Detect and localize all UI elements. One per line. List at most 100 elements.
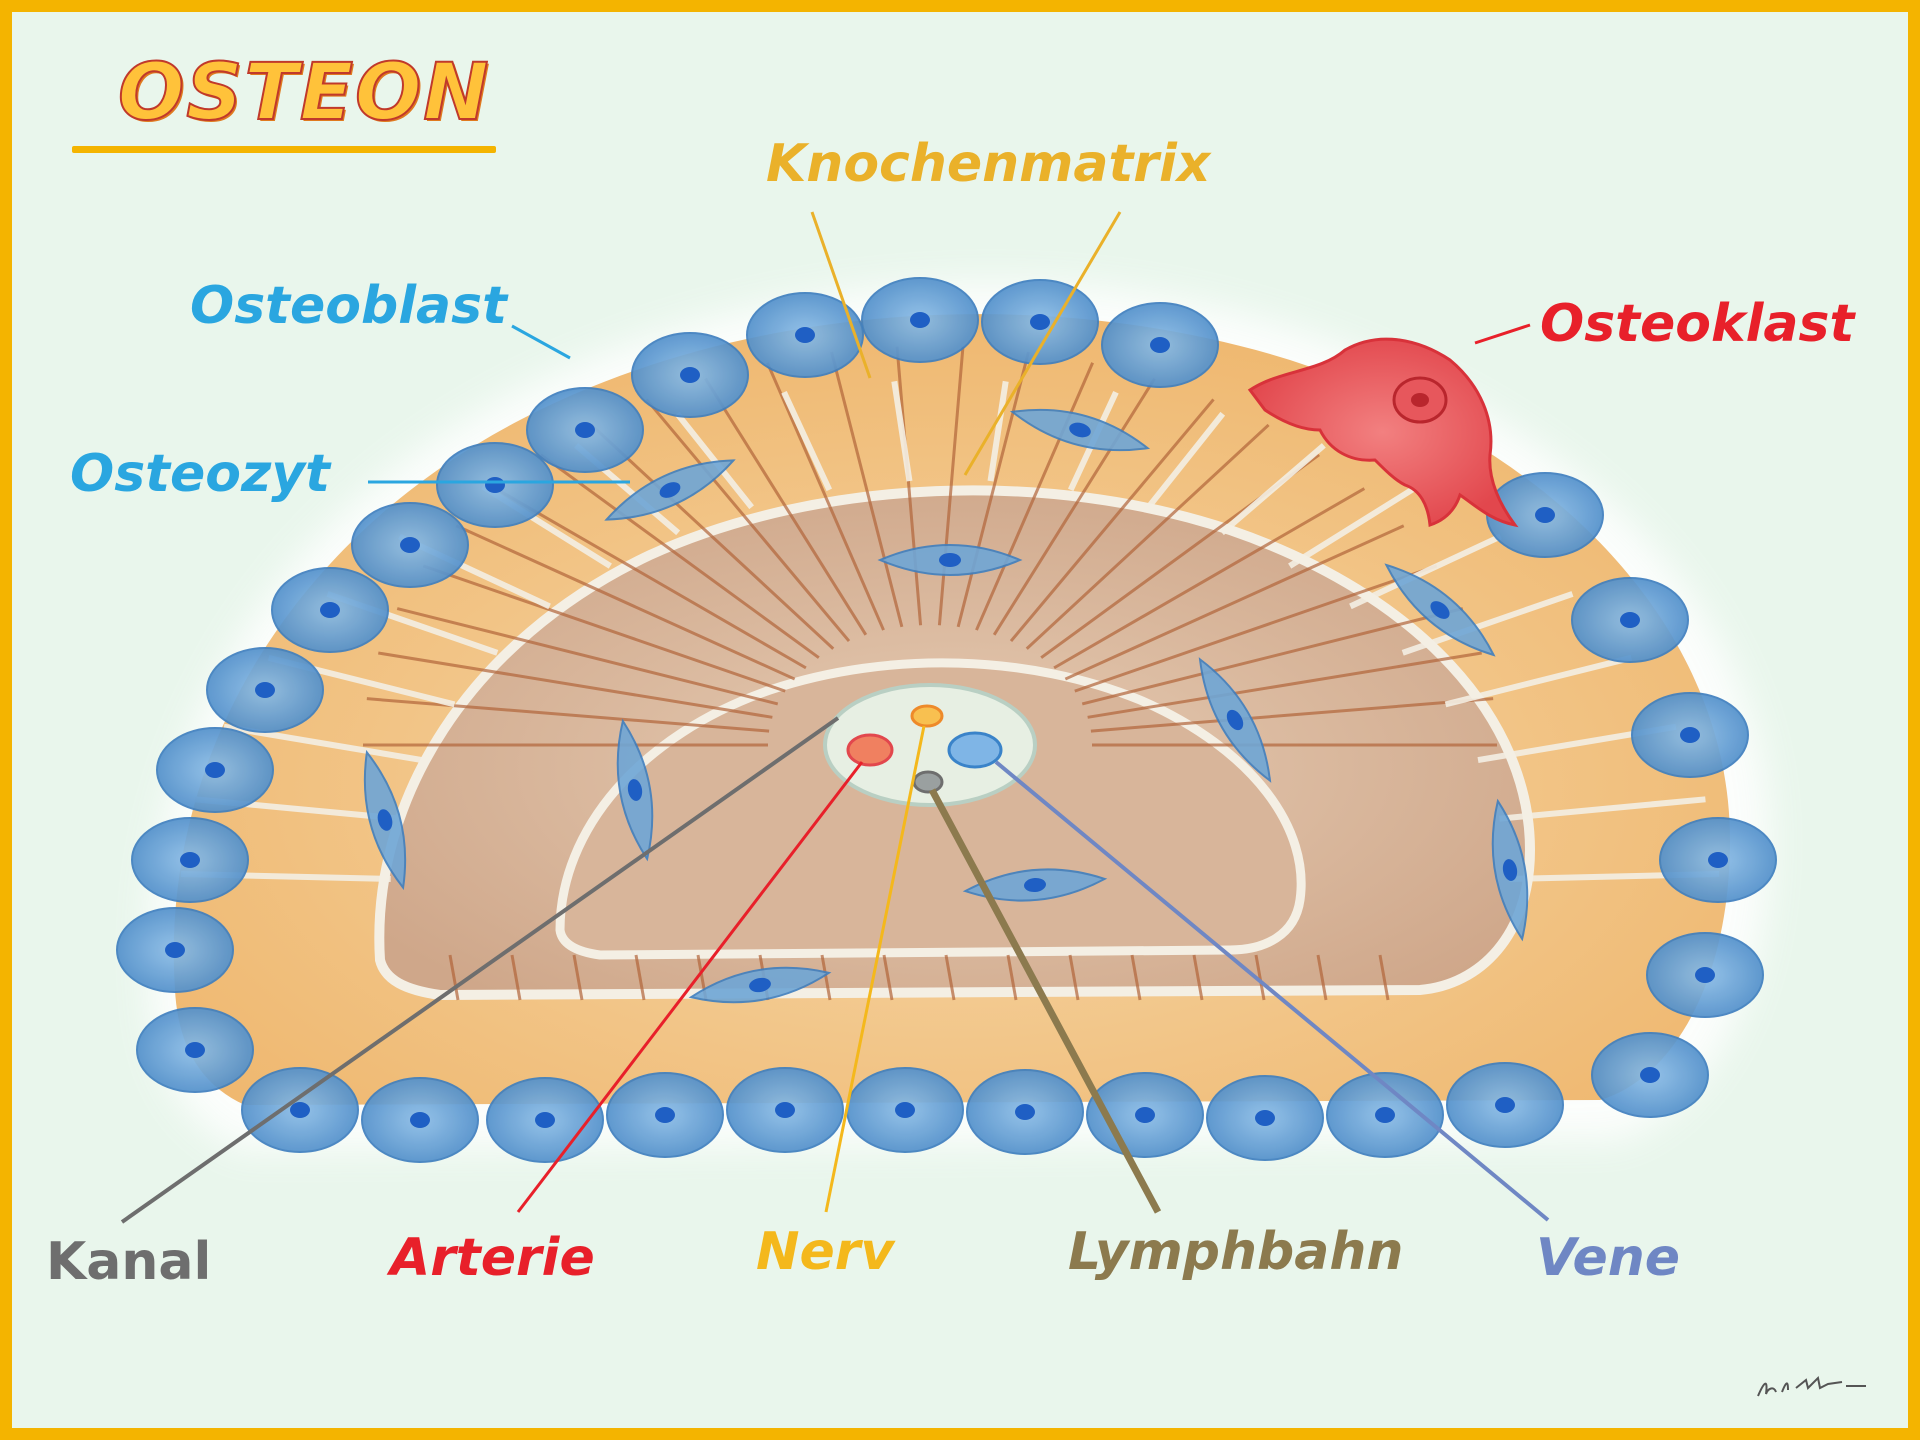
nerv-leader xyxy=(824,725,926,1213)
osteoblast-cell xyxy=(1326,1072,1444,1158)
osteoblast-cell xyxy=(631,332,749,418)
canaliculus xyxy=(590,423,835,650)
leader-lines xyxy=(120,211,1550,1224)
osteoblast-cell xyxy=(436,442,554,528)
vene-vessel xyxy=(947,731,1003,769)
osteocyte-cell xyxy=(1384,563,1496,657)
osteoblast-cell xyxy=(846,1067,964,1153)
canaliculus xyxy=(895,346,923,626)
canaliculus xyxy=(944,954,956,1001)
canaliculus xyxy=(510,954,522,1001)
kanal-leader xyxy=(120,716,840,1224)
osteoblast-cell xyxy=(1591,1032,1709,1118)
canaliculus xyxy=(704,377,868,636)
ring-division xyxy=(1349,533,1502,610)
canaliculus xyxy=(956,351,1030,628)
osteoblast-cell xyxy=(1659,817,1777,903)
osteoblast-cells xyxy=(116,277,1777,1163)
arterie-leader xyxy=(516,761,864,1213)
label-kanal: Kanal xyxy=(46,1232,212,1292)
label-osteozyt: Osteozyt xyxy=(70,444,331,504)
havers-canal xyxy=(823,683,1037,807)
arterie-vessel xyxy=(846,733,894,767)
osteoblast-cell xyxy=(351,502,469,588)
osteocyte-cell xyxy=(363,749,407,891)
canaliculus xyxy=(1053,487,1366,670)
knochenmatrix-leader-1 xyxy=(810,211,872,379)
canaliculus xyxy=(378,651,773,719)
osteoblast-leader xyxy=(511,324,571,360)
title-underline xyxy=(72,146,496,153)
canaliculus xyxy=(1316,954,1328,1001)
canaliculus xyxy=(448,954,460,1001)
canaliculus xyxy=(396,607,779,706)
vene-leader xyxy=(994,760,1550,1222)
nerv-fiber xyxy=(910,704,944,728)
canaliculus xyxy=(1090,697,1494,733)
osteoblast-cell xyxy=(526,387,644,473)
osteoblast-cell xyxy=(156,727,274,813)
osteoblast-cell xyxy=(271,567,389,653)
ring-division xyxy=(1401,591,1574,656)
osteoblast-cell xyxy=(1101,302,1219,388)
ring-division xyxy=(1219,443,1326,536)
canaliculus xyxy=(1254,954,1266,1001)
osteoklast-cell xyxy=(1247,337,1519,528)
osteocyte-cell xyxy=(616,718,654,862)
osteoblast-cell xyxy=(981,279,1099,365)
osteoblast-cell xyxy=(136,1007,254,1093)
osteocyte-cell xyxy=(1198,657,1272,783)
canaliculus xyxy=(882,954,894,1001)
osteocyte-cell xyxy=(688,966,832,1004)
lymphbahn-leader xyxy=(928,788,1162,1214)
label-vene: Vene xyxy=(1536,1228,1681,1288)
ring-division xyxy=(987,380,1009,482)
canaliculus xyxy=(1130,954,1142,1001)
osteocyte-cell xyxy=(1491,798,1529,942)
ring-division xyxy=(1146,411,1226,510)
canaliculus xyxy=(540,453,820,659)
osteoblast-cell xyxy=(361,1077,479,1163)
canaliculus xyxy=(366,697,770,733)
osteoblast-cell xyxy=(1571,577,1689,663)
osteocyte-cell xyxy=(877,544,1023,576)
osteoblast-cell xyxy=(726,1067,844,1153)
osteoblast-cell xyxy=(966,1069,1084,1155)
osteocyte-cell xyxy=(962,868,1108,902)
canaliculus xyxy=(422,564,786,693)
osteoblast-cell xyxy=(241,1067,359,1153)
label-nerv: Nerv xyxy=(756,1222,895,1282)
canaliculus xyxy=(1081,607,1464,706)
lymphbahn-vessel xyxy=(912,770,944,794)
osteocyte-cell xyxy=(1009,408,1151,452)
osteoblast-cell xyxy=(131,817,249,903)
canaliculus xyxy=(1006,954,1018,1001)
canaliculus xyxy=(572,954,584,1001)
label-osteoblast: Osteoblast xyxy=(190,276,507,336)
diagram-title: OSTEON xyxy=(117,48,491,138)
osteoblast-cell xyxy=(116,907,234,993)
label-knochenmatrix: Knochenmatrix xyxy=(766,134,1211,194)
osteoklast-leader xyxy=(1474,323,1531,345)
canaliculus xyxy=(1378,954,1390,1001)
canaliculus xyxy=(455,524,796,681)
canaliculus xyxy=(830,351,904,628)
osteoblast-cell xyxy=(1646,932,1764,1018)
osteoblast-cell xyxy=(1631,692,1749,778)
canaliculus xyxy=(1074,564,1438,693)
ring-division xyxy=(781,390,833,492)
ring-division xyxy=(674,411,754,510)
canaliculus xyxy=(634,954,646,1001)
canaliculus xyxy=(1192,954,1204,1001)
label-arterie: Arterie xyxy=(390,1228,595,1288)
canaliculus xyxy=(1025,423,1270,650)
label-lymphbahn: Lymphbahn xyxy=(1068,1222,1404,1282)
artist-signature xyxy=(1757,1375,1866,1397)
canaliculus xyxy=(992,377,1156,636)
label-osteoklast: Osteoklast xyxy=(1540,294,1855,354)
canaliculus xyxy=(645,398,851,643)
osteocyte-cells xyxy=(363,408,1529,1004)
ring-division xyxy=(891,380,913,482)
